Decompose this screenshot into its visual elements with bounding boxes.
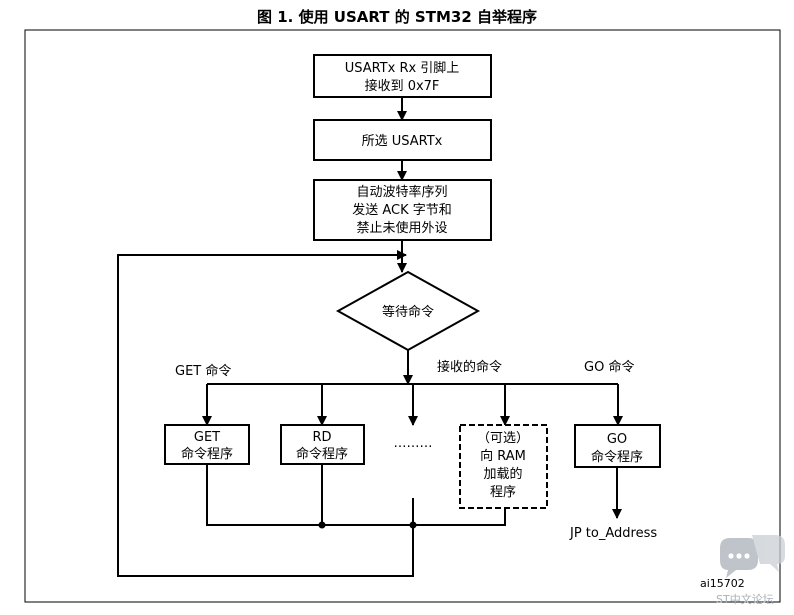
box-ram-routine-line-4: 程序 bbox=[490, 485, 516, 500]
box-get-routine-line-1: GET bbox=[194, 430, 220, 445]
box-ram-routine-line-1: （可选） bbox=[477, 431, 529, 446]
figure-frame bbox=[24, 29, 781, 603]
box-autobaud-line-2: 发送 ACK 字节和 bbox=[352, 202, 452, 218]
label-jump-to-address: JP to_Address bbox=[569, 526, 657, 541]
ellipsis-other-routines: ……… bbox=[394, 436, 433, 451]
box-select-usart-label: 所选 USARTx bbox=[362, 134, 443, 149]
box-ram-routine-line-3: 加载的 bbox=[483, 466, 522, 482]
box-ram-routine bbox=[459, 424, 548, 509]
figure-id: ai15702 bbox=[700, 577, 745, 590]
label-get-command: GET 命令 bbox=[175, 363, 231, 379]
figure-title: 图 1. 使用 USART 的 STM32 自举程序 bbox=[256, 8, 537, 26]
box-rx-pin bbox=[313, 54, 492, 98]
box-get-routine bbox=[164, 424, 250, 465]
label-go-command: GO 命令 bbox=[584, 359, 634, 375]
box-autobaud-line-3: 禁止未使用外设 bbox=[356, 220, 447, 236]
box-autobaud-line-1: 自动波特率序列 bbox=[356, 184, 447, 200]
box-rd-routine-line-2: 命令程序 bbox=[296, 446, 348, 462]
loop-back-line bbox=[117, 250, 414, 577]
watermark-logo bbox=[720, 535, 785, 578]
diamond-wait-command-label: 等待命令 bbox=[382, 304, 434, 320]
box-rd-routine bbox=[280, 424, 365, 465]
box-go-routine-line-2: 命令程序 bbox=[591, 449, 643, 465]
box-rx-pin-line-2: 接收到 0x7F bbox=[365, 78, 440, 94]
chat-bubble-back-icon bbox=[752, 535, 785, 572]
box-go-routine-line-1: GO bbox=[607, 432, 627, 447]
box-autobaud bbox=[313, 179, 492, 241]
junction-rd bbox=[318, 521, 326, 529]
label-received-command: 接收的命令 bbox=[437, 359, 502, 375]
box-rd-routine-line-1: RD bbox=[312, 430, 331, 445]
watermark-text: ST中文论坛 bbox=[716, 592, 774, 606]
box-rx-pin-line-1: USARTx Rx 引脚上 bbox=[345, 60, 460, 76]
return-collector-line bbox=[206, 464, 506, 526]
box-ram-routine-line-2: 向 RAM bbox=[480, 448, 526, 464]
box-get-routine-line-2: 命令程序 bbox=[181, 446, 233, 462]
